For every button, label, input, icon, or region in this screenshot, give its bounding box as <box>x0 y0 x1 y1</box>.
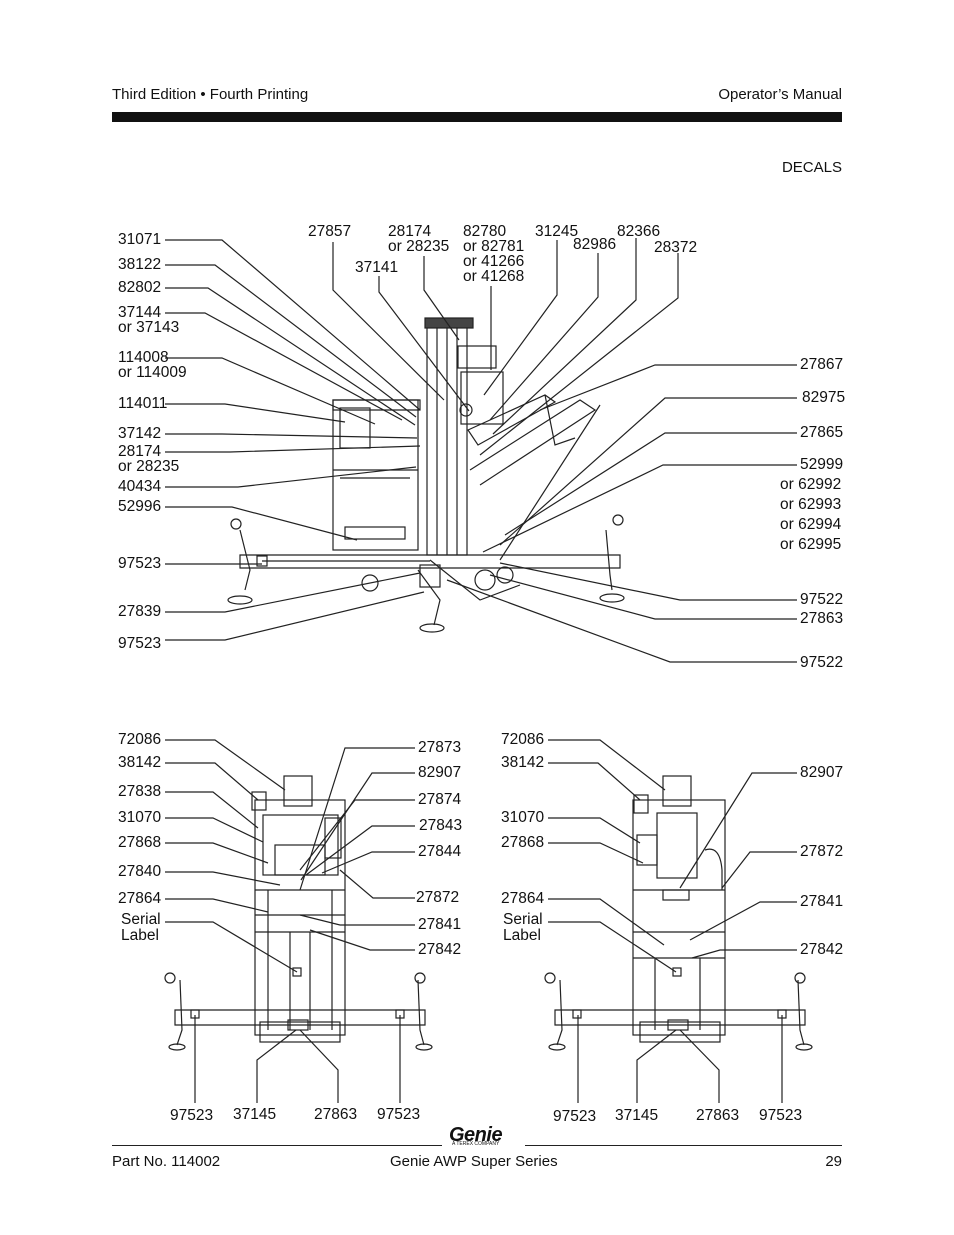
footer-rule-right <box>525 1145 842 1146</box>
callout-label: Label <box>121 927 159 944</box>
bottom-left-leaders <box>165 739 415 1103</box>
callout-label: 97523 <box>759 1107 803 1124</box>
callout-label: Label <box>503 927 541 944</box>
callout-label: Serial <box>503 911 543 928</box>
bottom-right-lift-illustration <box>544 775 813 1051</box>
callout-label: 82975 <box>802 389 846 406</box>
callout-label: 27872 <box>416 889 460 906</box>
callout-label: 27842 <box>800 941 844 958</box>
section-title: DECALS <box>781 159 842 176</box>
callout-label: 27864 <box>118 890 162 907</box>
callout-label: 40434 <box>118 478 162 495</box>
bottom-left-lift-illustration <box>164 775 433 1051</box>
callout-label: 27872 <box>800 843 844 860</box>
callout-label: 97522 <box>800 591 844 608</box>
top-left-leaders <box>165 239 425 641</box>
bottom-right-leaders <box>548 739 797 1103</box>
callout-label: 31070 <box>118 809 162 826</box>
callout-label: or 62992 <box>780 476 842 493</box>
callout-label: 82780 <box>463 223 507 240</box>
callout-label: 31245 <box>535 223 579 240</box>
callout-label: 97523 <box>377 1106 421 1123</box>
callout-label: or 28235 <box>118 458 180 475</box>
callout-label: 72086 <box>118 731 162 748</box>
callout-label: 72086 <box>501 731 545 748</box>
callout-label: 28174 <box>388 223 432 240</box>
callout-label: 82907 <box>418 764 462 781</box>
callout-label: or 82781 <box>463 238 525 255</box>
callout-label: 27863 <box>696 1107 740 1124</box>
callout-label: 27868 <box>118 834 162 851</box>
callout-label: 28372 <box>654 239 698 256</box>
callout-label: 37144 <box>118 304 162 321</box>
callout-label: 31070 <box>501 809 545 826</box>
manual-title: Operator’s Manual <box>718 86 842 103</box>
callout-label: 27864 <box>501 890 545 907</box>
callout-label: 97523 <box>118 635 162 652</box>
callout-label: 27839 <box>118 603 162 620</box>
callout-label: 97523 <box>170 1107 214 1124</box>
header-rule <box>112 112 842 122</box>
callout-label: 38142 <box>501 754 545 771</box>
callout-label: 82802 <box>118 279 162 296</box>
callout-label: or 62994 <box>780 516 842 533</box>
top-center-leaders <box>332 238 679 456</box>
callout-label: 97522 <box>800 654 844 671</box>
callout-label: or 62993 <box>780 496 842 513</box>
callout-label: 27844 <box>418 843 462 860</box>
callout-label: 114011 <box>118 395 168 412</box>
callout-label: 37145 <box>615 1107 659 1124</box>
callout-label: 27868 <box>501 834 545 851</box>
callout-label: or 41266 <box>463 253 525 270</box>
callout-label: 27867 <box>800 356 844 373</box>
callout-label: or 37143 <box>118 319 180 336</box>
callout-label: or 41268 <box>463 268 525 285</box>
callout-label: 38122 <box>118 256 162 273</box>
callout-label: 82366 <box>617 223 661 240</box>
callout-label: or 28235 <box>388 238 450 255</box>
callout-label: 27863 <box>314 1106 358 1123</box>
edition-text: Third Edition • Fourth Printing <box>112 86 309 103</box>
callout-label: 27841 <box>800 893 844 910</box>
callout-label: Serial <box>121 911 161 928</box>
callout-label: 52999 <box>800 456 844 473</box>
callout-label: 27857 <box>308 223 352 240</box>
part-number: Part No. 114002 <box>112 1153 221 1170</box>
top-right-leaders <box>446 364 797 663</box>
callout-label: 27863 <box>800 610 844 627</box>
callout-label: 28174 <box>118 443 162 460</box>
callout-label: 27865 <box>800 424 844 441</box>
callout-label: 38142 <box>118 754 162 771</box>
callout-label: 37142 <box>118 425 162 442</box>
product-series: Genie AWP Super Series <box>390 1153 558 1170</box>
callout-label: 82907 <box>800 764 844 781</box>
callout-label: 27840 <box>118 863 162 880</box>
callout-label: 27842 <box>418 941 462 958</box>
callout-label: 27843 <box>419 817 463 834</box>
callout-label: 27838 <box>118 783 162 800</box>
callout-label: or 62995 <box>780 536 842 553</box>
callout-label: 97523 <box>118 555 162 572</box>
footer-rule-left <box>112 1145 442 1146</box>
callout-label: 82986 <box>573 236 617 253</box>
callout-label: 27873 <box>418 739 462 756</box>
callout-label: 97523 <box>553 1108 597 1125</box>
callout-label: 37141 <box>355 259 399 276</box>
callout-label: 114008 <box>118 349 169 366</box>
genie-logo: Genie <box>449 1124 503 1146</box>
genie-logo-tagline: A TEREX COMPANY <box>452 1141 500 1147</box>
callout-label: 31071 <box>118 231 162 248</box>
callout-label: or 114009 <box>118 364 187 381</box>
top-lift-illustration <box>227 317 625 633</box>
page-number: 29 <box>825 1153 842 1170</box>
callout-label: 27874 <box>418 791 462 808</box>
callout-label: 52996 <box>118 498 162 515</box>
callout-label: 27841 <box>418 916 462 933</box>
callout-label: 37145 <box>233 1106 277 1123</box>
